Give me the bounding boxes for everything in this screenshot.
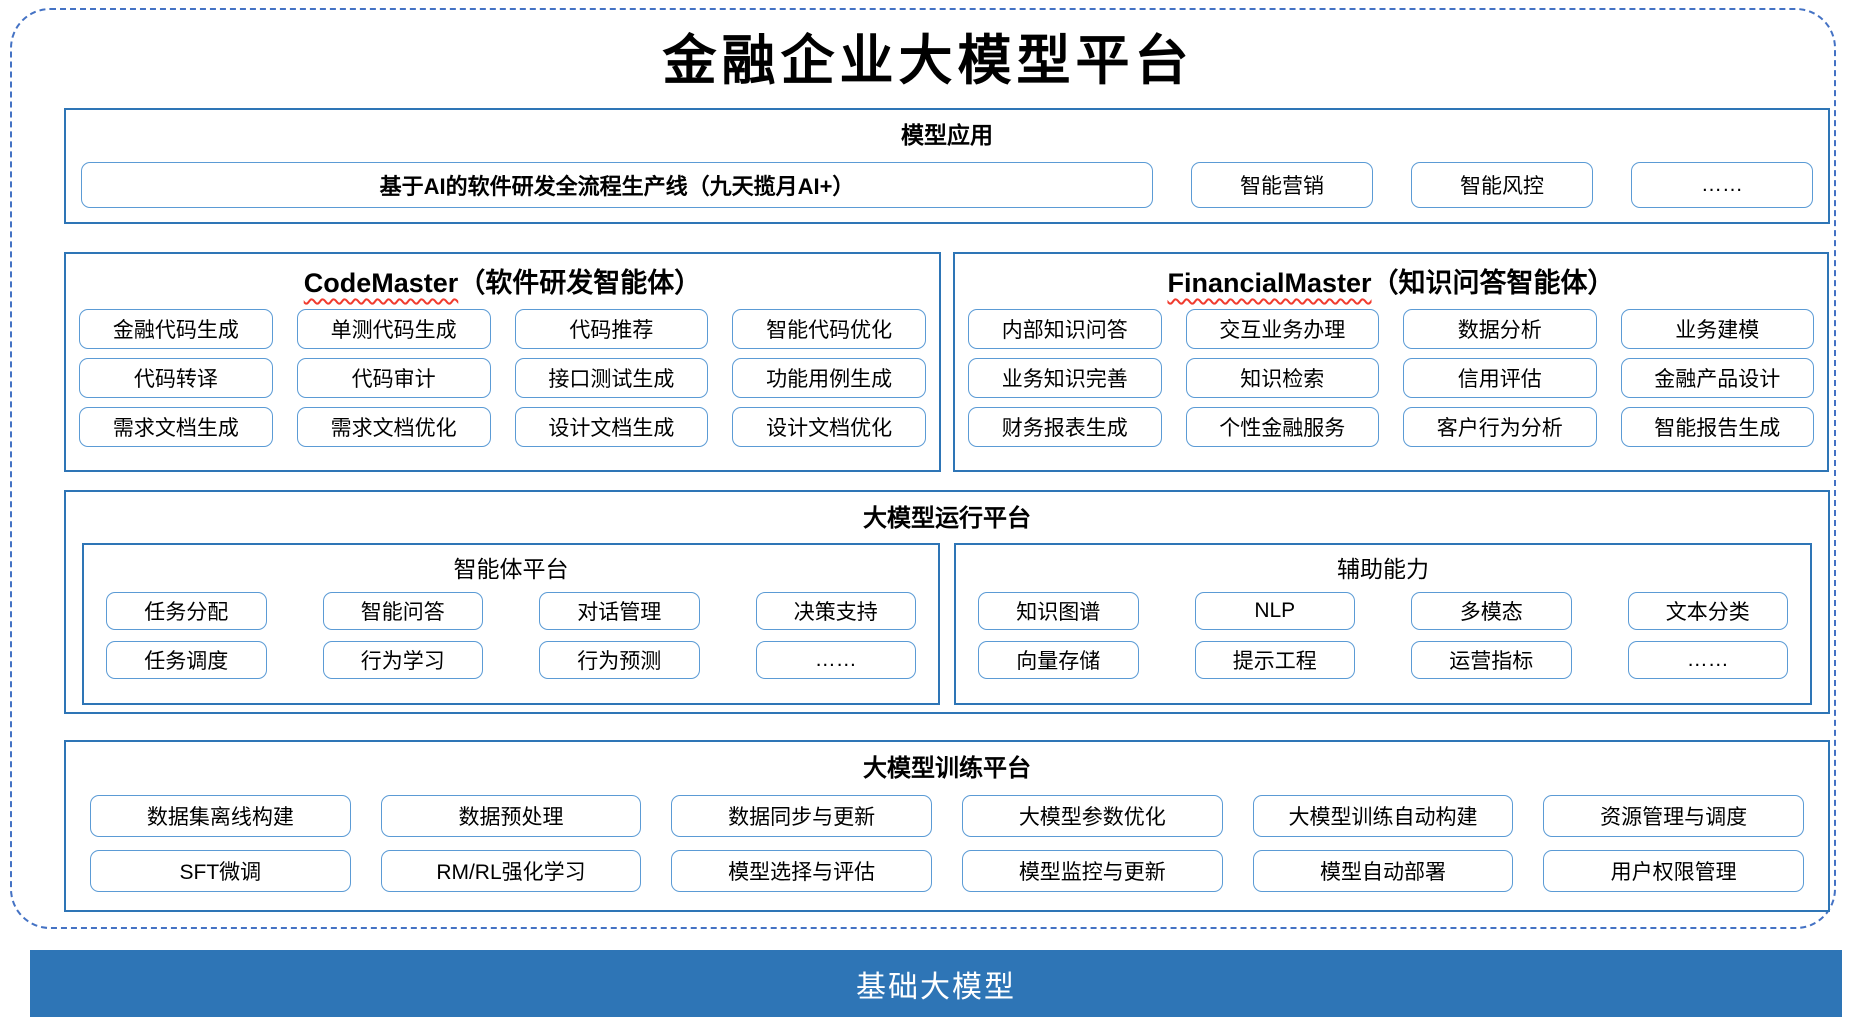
runtime-platform-title: 大模型运行平台 <box>863 505 1031 532</box>
auxiliary-capability-box: 辅助能力 知识图谱 NLP 多模态 文本分类 向量存储 提示工程 运营指标 …… <box>954 543 1812 705</box>
training-item: 资源管理与调度 <box>1543 795 1804 837</box>
auxiliary-item: 文本分类 <box>1627 592 1788 630</box>
training-item: 数据集离线构建 <box>90 795 351 837</box>
auxiliary-item: 运营指标 <box>1411 641 1572 679</box>
auxiliary-capability-title: 辅助能力 <box>1337 556 1429 582</box>
auxiliary-item: NLP <box>1194 592 1355 630</box>
auxiliary-item: 知识图谱 <box>978 592 1139 630</box>
code-master-item: 单测代码生成 <box>296 309 491 349</box>
code-master-item: 设计文档生成 <box>514 407 709 447</box>
training-item: 用户权限管理 <box>1543 850 1804 892</box>
financial-master-item: 知识检索 <box>1185 358 1379 398</box>
financial-master-grid: 内部知识问答 交互业务办理 数据分析 业务建模 业务知识完善 知识检索 信用评估… <box>955 300 1827 447</box>
financial-master-item: 金融产品设计 <box>1620 358 1814 398</box>
code-master-item: 代码审计 <box>296 358 491 398</box>
section-model-applications: 模型应用 基于AI的软件研发全流程生产线（九天揽月AI+） 智能营销 智能风控 … <box>64 108 1830 224</box>
agent-platform-item: 任务调度 <box>106 641 267 679</box>
section-code-master: CodeMaster（软件研发智能体） 金融代码生成 单测代码生成 代码推荐 智… <box>64 252 941 472</box>
agent-platform-box: 智能体平台 任务分配 智能问答 对话管理 决策支持 任务调度 行为学习 行为预测… <box>82 543 940 705</box>
code-master-item: 金融代码生成 <box>79 309 273 349</box>
training-item: 模型自动部署 <box>1252 850 1514 892</box>
model-app-item: 智能风控 <box>1411 162 1593 208</box>
financial-master-item: 客户行为分析 <box>1403 407 1597 447</box>
model-applications-row: 基于AI的软件研发全流程生产线（九天揽月AI+） 智能营销 智能风控 …… <box>66 150 1828 208</box>
financial-master-item: 个性金融服务 <box>1185 407 1379 447</box>
training-item: 数据预处理 <box>380 795 642 837</box>
agent-platform-item: 行为预测 <box>539 641 700 679</box>
agent-platform-item: 智能问答 <box>322 592 483 630</box>
financial-master-item: 数据分析 <box>1403 309 1597 349</box>
financial-master-item: 信用评估 <box>1403 358 1597 398</box>
section-training-platform: 大模型训练平台 数据集离线构建 数据预处理 数据同步与更新 大模型参数优化 大模… <box>64 740 1830 912</box>
financial-master-item: 财务报表生成 <box>968 407 1162 447</box>
auxiliary-capability-grid: 知识图谱 NLP 多模态 文本分类 向量存储 提示工程 运营指标 …… <box>956 584 1810 679</box>
training-item: SFT微调 <box>90 850 351 892</box>
code-master-item: 需求文档优化 <box>296 407 491 447</box>
code-master-title: CodeMaster（软件研发智能体） <box>66 261 939 300</box>
code-master-item: 代码推荐 <box>514 309 709 349</box>
section-runtime-platform: 大模型运行平台 智能体平台 任务分配 智能问答 对话管理 决策支持 任务调度 行… <box>64 490 1830 714</box>
training-item: RM/RL强化学习 <box>380 850 642 892</box>
runtime-columns: 智能体平台 任务分配 智能问答 对话管理 决策支持 任务调度 行为学习 行为预测… <box>66 533 1828 705</box>
foundation-model-label: 基础大模型 <box>856 970 1016 1004</box>
platform-outer-border <box>10 8 1836 929</box>
agent-platform-item: 行为学习 <box>322 641 483 679</box>
code-master-item: 需求文档生成 <box>79 407 273 447</box>
code-master-item: 设计文档优化 <box>732 407 926 447</box>
code-master-grid: 金融代码生成 单测代码生成 代码推荐 智能代码优化 代码转译 代码审计 接口测试… <box>66 300 939 447</box>
agent-platform-title: 智能体平台 <box>453 556 569 582</box>
section-financial-master: FinancialMaster（知识问答智能体） 内部知识问答 交互业务办理 数… <box>953 252 1829 472</box>
section-title-model-applications: 模型应用 <box>901 122 993 148</box>
training-item: 大模型训练自动构建 <box>1252 795 1514 837</box>
financial-master-item: 业务知识完善 <box>968 358 1162 398</box>
code-master-item: 代码转译 <box>79 358 273 398</box>
auxiliary-item: 提示工程 <box>1194 641 1355 679</box>
model-app-item: 智能营销 <box>1191 162 1373 208</box>
auxiliary-item: 向量存储 <box>978 641 1139 679</box>
financial-master-name: FinancialMaster <box>1167 268 1372 298</box>
financial-master-item: 业务建模 <box>1620 309 1814 349</box>
training-platform-title: 大模型训练平台 <box>863 755 1031 782</box>
training-item: 模型选择与评估 <box>671 850 932 892</box>
page-title: 金融企业大模型平台 <box>662 31 1194 91</box>
code-master-subtitle: （软件研发智能体） <box>458 268 702 298</box>
code-master-item: 智能代码优化 <box>732 309 926 349</box>
model-app-item-ellipsis: …… <box>1631 162 1813 208</box>
auxiliary-item: 多模态 <box>1411 592 1572 630</box>
code-master-item: 接口测试生成 <box>514 358 709 398</box>
agent-platform-item-ellipsis: …… <box>755 641 916 679</box>
financial-master-item: 内部知识问答 <box>968 309 1162 349</box>
agent-platform-item: 任务分配 <box>106 592 267 630</box>
agent-platform-item: 决策支持 <box>755 592 916 630</box>
financial-master-subtitle: （知识问答智能体） <box>1371 268 1615 298</box>
training-item: 大模型参数优化 <box>961 795 1223 837</box>
code-master-item: 功能用例生成 <box>732 358 926 398</box>
training-item: 数据同步与更新 <box>671 795 932 837</box>
code-master-name: CodeMaster <box>303 268 459 298</box>
financial-master-item: 智能报告生成 <box>1620 407 1814 447</box>
financial-master-title: FinancialMaster（知识问答智能体） <box>955 261 1827 300</box>
agent-platform-item: 对话管理 <box>539 592 700 630</box>
auxiliary-item-ellipsis: …… <box>1627 641 1788 679</box>
agent-platform-grid: 任务分配 智能问答 对话管理 决策支持 任务调度 行为学习 行为预测 …… <box>84 584 938 679</box>
training-platform-grid: 数据集离线构建 数据预处理 数据同步与更新 大模型参数优化 大模型训练自动构建 … <box>66 783 1828 892</box>
financial-master-item: 交互业务办理 <box>1185 309 1379 349</box>
pipeline-item: 基于AI的软件研发全流程生产线（九天揽月AI+） <box>81 162 1153 208</box>
training-item: 模型监控与更新 <box>961 850 1223 892</box>
foundation-model-bar: 基础大模型 <box>30 950 1842 1017</box>
